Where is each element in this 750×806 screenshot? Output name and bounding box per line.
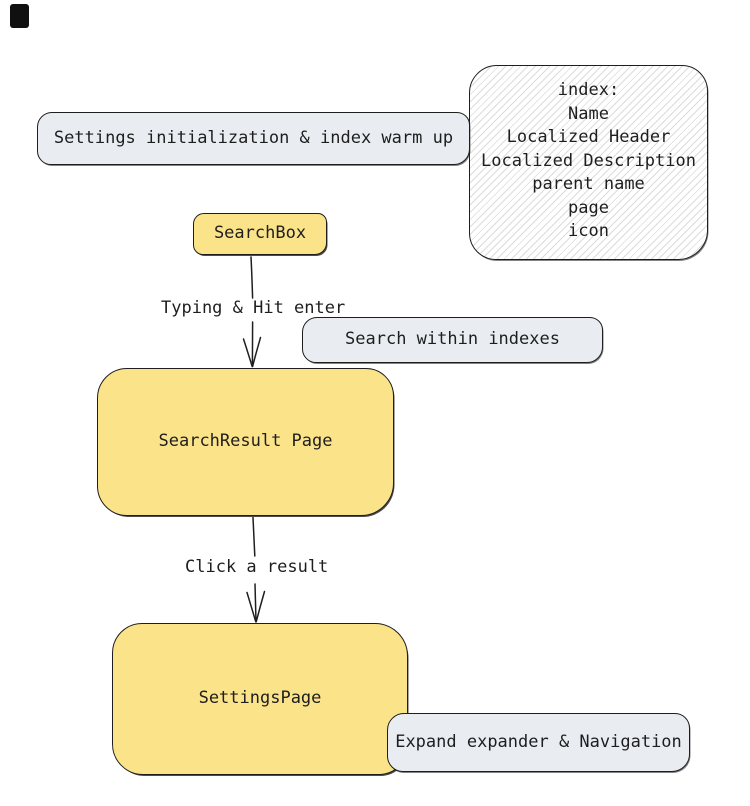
- node-expand-expander-navigation-label: Expand expander & Navigation: [395, 731, 682, 752]
- node-index-fields-note: index: Name Localized Header Localized D…: [469, 65, 708, 260]
- node-searchbox: SearchBox: [193, 213, 327, 255]
- black-rect-shape: [10, 4, 29, 28]
- node-searchresult-page-label: SearchResult Page: [158, 431, 333, 452]
- node-expand-expander-navigation: Expand expander & Navigation: [387, 713, 690, 772]
- edge-label-typing-hit-enter: Typing & Hit enter: [159, 298, 348, 318]
- index-note-line: Localized Header: [506, 127, 671, 147]
- node-settingspage-label: SettingsPage: [198, 688, 322, 709]
- node-searchresult-page: SearchResult Page: [97, 368, 394, 516]
- index-note-line: Localized Description: [481, 150, 696, 171]
- index-note-line: Name: [568, 103, 609, 124]
- index-note-line: index:: [557, 80, 620, 100]
- node-searchbox-label: SearchBox: [213, 223, 307, 244]
- index-note-line: page: [568, 197, 609, 218]
- node-settings-initialization-label: Settings initialization & index warm up: [53, 127, 454, 148]
- index-note-line: parent name: [532, 174, 645, 194]
- node-settingspage: SettingsPage: [112, 623, 408, 775]
- edge-label-click-a-result: Click a result: [183, 557, 331, 577]
- node-search-within-indexes: Search within indexes: [302, 317, 603, 363]
- index-note-line: icon: [568, 221, 609, 241]
- node-search-within-indexes-label: Search within indexes: [345, 329, 560, 350]
- node-settings-initialization: Settings initialization & index warm up: [37, 112, 470, 165]
